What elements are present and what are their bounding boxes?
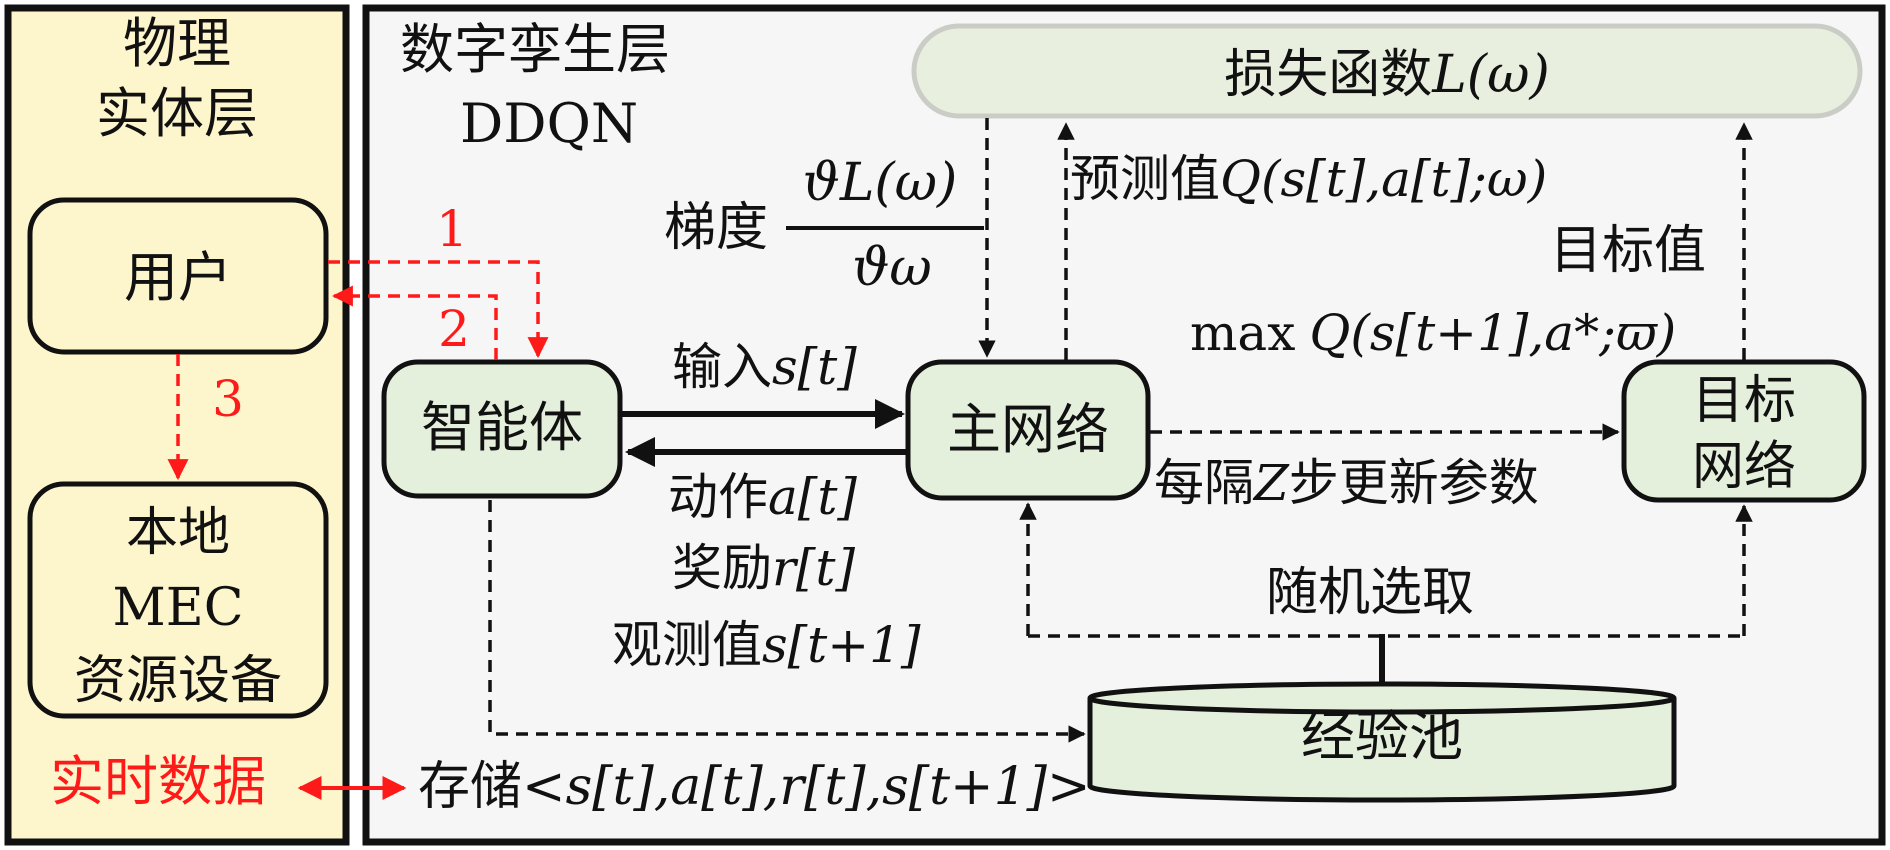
predicted-expr: Q(s[t],a[t];ω) (1220, 150, 1547, 208)
predicted-prefix: 预测值 (1070, 150, 1220, 208)
update-var: Z (1252, 454, 1290, 512)
red-arrow-1-user-to-agent (328, 260, 549, 359)
loss-function-label: 损失函数L(ω) (1224, 45, 1550, 105)
gradient-numerator: ϑL(ω) (803, 153, 958, 213)
target-network-label-line1: 目标 (1692, 371, 1796, 431)
obs-expr: s[t+1] (762, 616, 921, 674)
target-value-label: 目标值 (1550, 221, 1706, 281)
twin-layer-title: 数字孪生层 (400, 18, 670, 81)
gradient-label: 梯度 (664, 198, 768, 258)
user-label: 用户 (124, 246, 232, 309)
physical-layer-title-line2: 实体层 (96, 82, 258, 145)
mec-device-box (27, 481, 329, 719)
obs-prefix: 观测值 (612, 616, 762, 674)
agent-box (381, 359, 623, 499)
target-max: max (1190, 304, 1295, 362)
observation-label: 观测值s[t+1] (612, 616, 921, 674)
main-network-label: 主网络 (947, 398, 1109, 461)
store-label: 存储<s[t],a[t],r[t],s[t+1]> (418, 757, 1091, 817)
user-box (27, 197, 329, 355)
replay-buffer-label: 经验池 (1301, 705, 1463, 768)
predicted-value-label: 预测值Q(s[t],a[t];ω) (1070, 150, 1547, 208)
agent-label: 智能体 (421, 396, 583, 459)
update-params-label: 每隔Z步更新参数 (1154, 454, 1539, 512)
action-label: 动作a[t] (668, 468, 857, 526)
reward-label: 奖励r[t] (672, 539, 856, 597)
update-suffix: 步更新参数 (1289, 454, 1539, 512)
gradient-denominator: ϑω (852, 238, 932, 298)
red-arrow-2-agent-to-user (331, 285, 498, 360)
loss-prefix: 损失函数 (1224, 45, 1432, 105)
random-sample-label: 随机选取 (1266, 563, 1474, 623)
replay-buffer-cylinder (1087, 698, 1677, 803)
red-label-3: 3 (212, 370, 244, 428)
store-prefix: 存储 (418, 757, 522, 817)
red-label-1: 1 (436, 200, 468, 258)
main-network-box (905, 359, 1151, 501)
input-prefix: 输入 (672, 338, 772, 396)
mec-label-line1: 本地 (126, 503, 230, 563)
target-network-label-line2: 网络 (1692, 437, 1796, 497)
realtime-data-label: 实时数据 (50, 750, 266, 813)
store-expr: <s[t],a[t],r[t],s[t+1]> (522, 757, 1091, 817)
update-prefix: 每隔 (1154, 454, 1254, 512)
action-expr: a[t] (768, 468, 857, 526)
reward-prefix: 奖励 (672, 539, 772, 597)
input-label: 输入s[t] (672, 338, 857, 396)
action-prefix: 动作 (668, 468, 768, 526)
target-network-box (1621, 359, 1867, 503)
replay-buffer-top (1087, 681, 1677, 715)
ddqn-label: DDQN (460, 92, 638, 155)
loss-fn: L(ω) (1431, 45, 1550, 105)
mec-label-line2: MEC (113, 578, 244, 638)
red-label-2: 2 (438, 300, 470, 358)
input-expr: s[t] (772, 338, 857, 396)
reward-expr: r[t] (772, 539, 856, 597)
mec-label-line3: 资源设备 (74, 651, 282, 711)
agent-to-buffer-arrow (488, 500, 1086, 743)
physical-layer-title-line1: 物理 (123, 12, 231, 75)
target-expr: Q(s[t+1],a*;ϖ) (1309, 304, 1676, 362)
loss-function-bar (911, 23, 1863, 119)
